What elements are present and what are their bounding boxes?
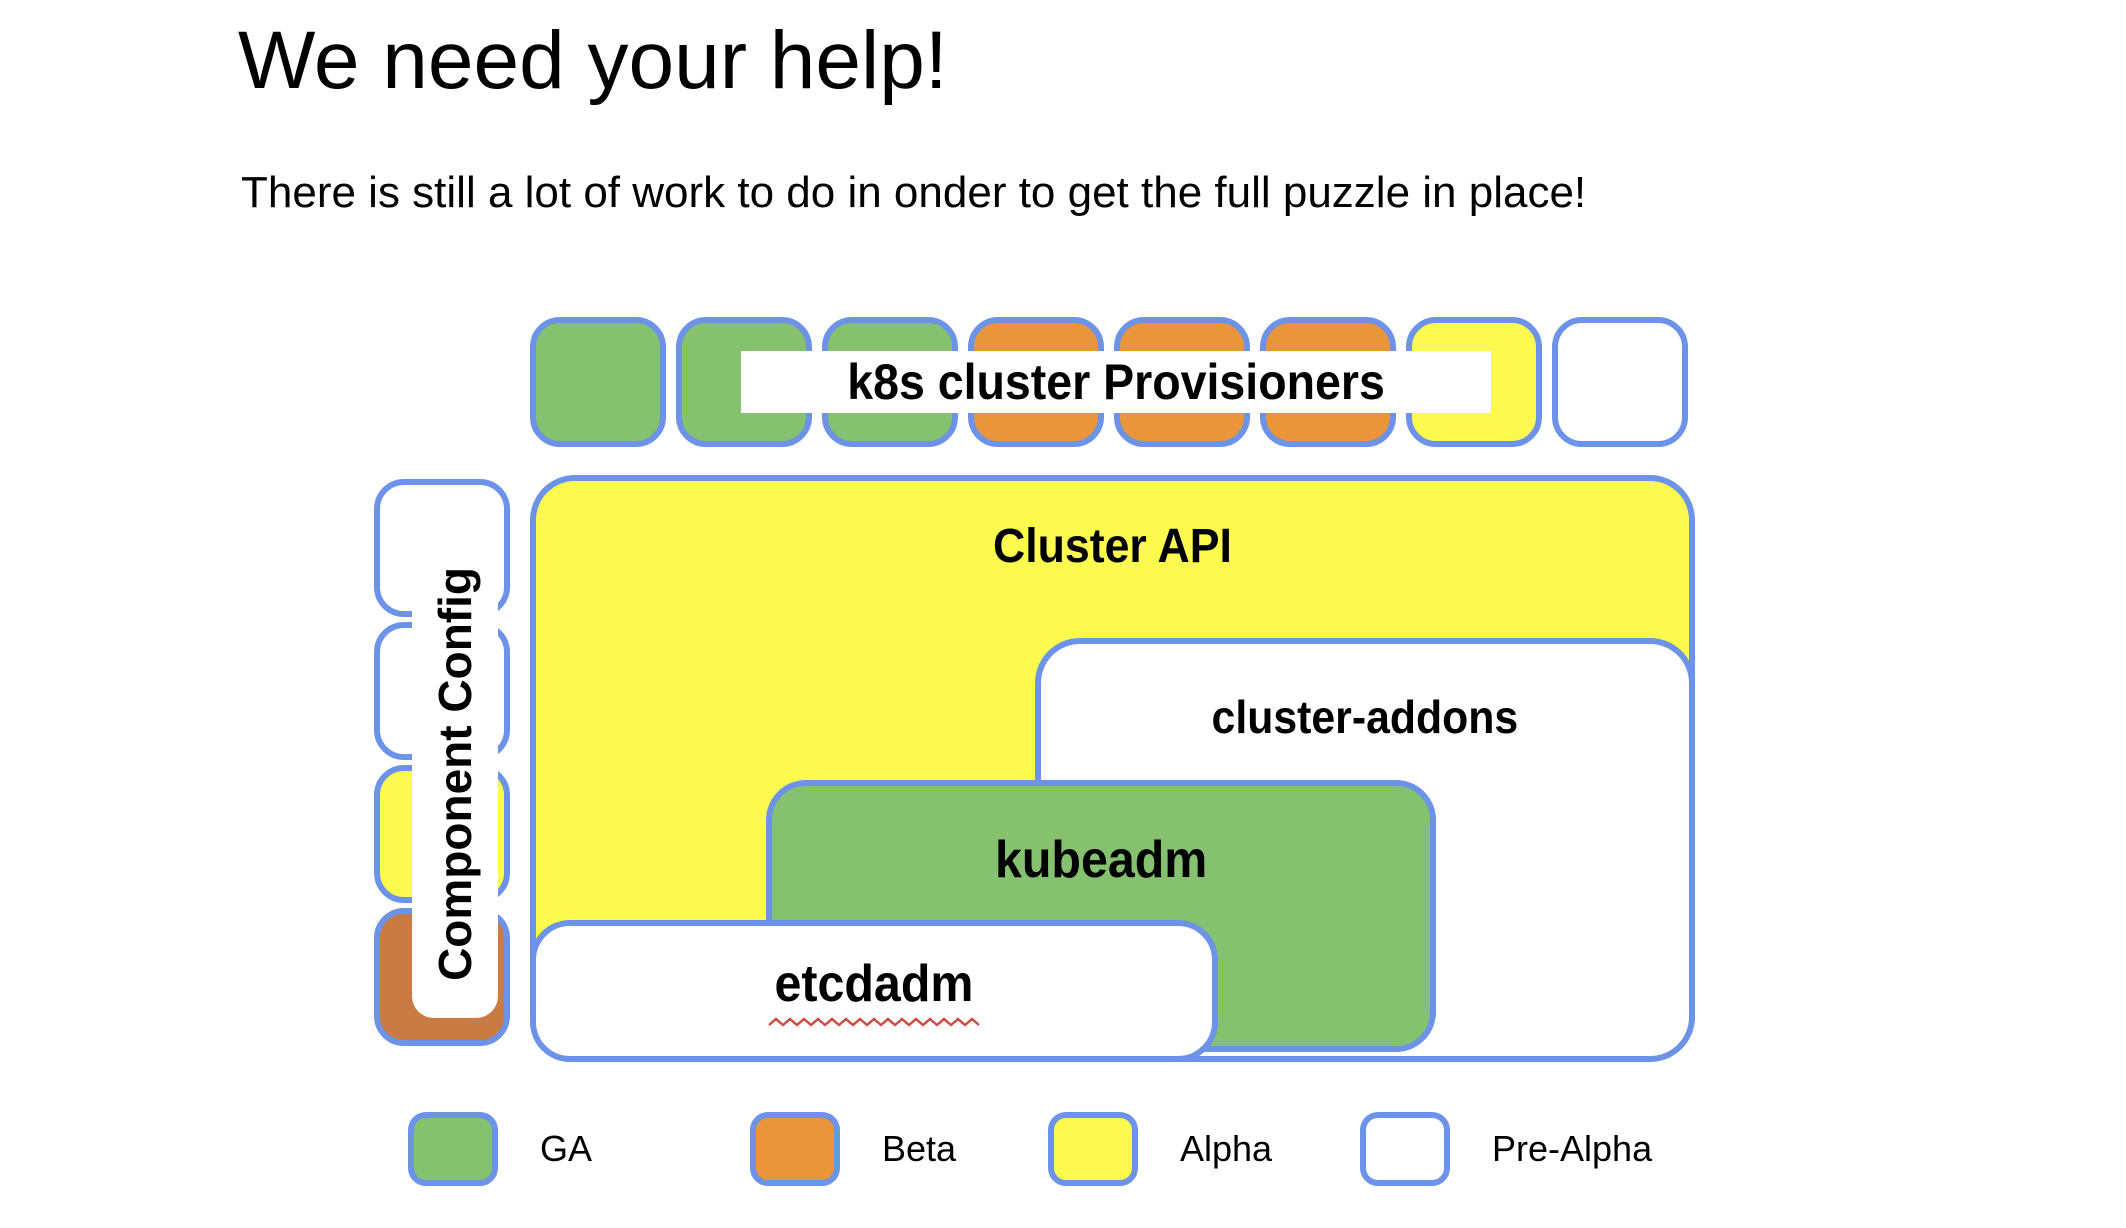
spellcheck-underline-icon (768, 1017, 980, 1027)
legend: GA Beta Alpha Pre-Alpha (0, 1112, 2126, 1192)
legend-swatch-beta (750, 1112, 840, 1186)
provisioner-tile-pre_alpha (1552, 317, 1688, 447)
etcdadm-box: etcdadm (530, 920, 1218, 1062)
cluster-api-label: Cluster API (536, 519, 1689, 574)
legend-label-alpha: Alpha (1180, 1128, 1273, 1169)
slide-subtitle: There is still a lot of work to do in on… (241, 168, 1587, 217)
component-config-label: Component Config (412, 530, 498, 1018)
legend-swatch-prealpha (1360, 1112, 1450, 1186)
provisioners-label-text: k8s cluster Provisioners (847, 354, 1385, 410)
slide-title: We need your help! (238, 15, 948, 106)
provisioners-label: k8s cluster Provisioners (741, 351, 1491, 413)
legend-item-alpha: Alpha (1048, 1112, 1272, 1186)
kubeadm-label: kubeadm (772, 830, 1430, 890)
legend-label-prealpha: Pre-Alpha (1492, 1128, 1653, 1169)
legend-swatch-alpha (1048, 1112, 1138, 1186)
etcdadm-label: etcdadm (767, 954, 981, 1014)
component-config-label-text: Component Config (429, 567, 481, 981)
kubeadm-label-text: kubeadm (994, 831, 1208, 889)
legend-item-prealpha: Pre-Alpha (1360, 1112, 1652, 1186)
legend-label-ga: GA (540, 1128, 593, 1169)
legend-item-ga: GA (408, 1112, 592, 1186)
etcdadm-label-text: etcdadm (774, 955, 974, 1013)
legend-swatch-ga (408, 1112, 498, 1186)
cluster-api-label-text: Cluster API (993, 520, 1232, 573)
cluster-addons-label: cluster-addons (1041, 690, 1689, 744)
cluster-addons-label-text: cluster-addons (1211, 691, 1519, 743)
legend-item-beta: Beta (750, 1112, 956, 1186)
legend-label-beta: Beta (882, 1128, 957, 1169)
provisioner-tile-ga (530, 317, 666, 447)
